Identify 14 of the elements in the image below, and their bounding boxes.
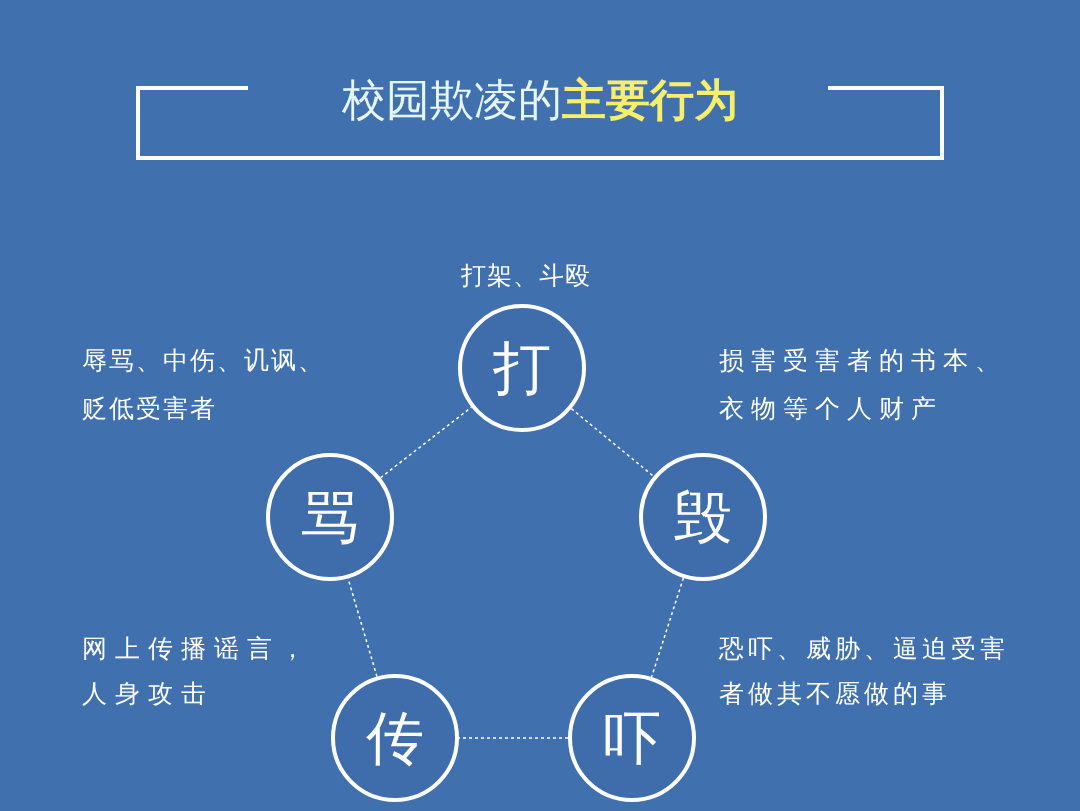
- dotted-line: [379, 406, 473, 479]
- description-text: 恐吓、威胁、逼迫受害者做其不愿做的事: [719, 633, 1010, 710]
- circle-character: 打: [493, 339, 551, 397]
- circle-character: 传: [366, 709, 424, 767]
- description-text: 损害受害者的书本、衣物等个人财产: [719, 345, 1008, 425]
- dotted-line: [650, 577, 685, 678]
- circle-character: 骂: [301, 488, 359, 546]
- title: 校园欺凌的主要行为: [341, 73, 739, 127]
- description-text: 辱骂、中伤、讥讽、贬低受害者: [82, 345, 326, 425]
- description-text: 打架、斗殴: [460, 260, 592, 292]
- circle-character: 毁: [674, 488, 732, 546]
- dotted-line: [570, 407, 655, 478]
- description-text: 网上传播谣言，人身攻击: [82, 633, 314, 710]
- circle-character: 吓: [603, 709, 661, 767]
